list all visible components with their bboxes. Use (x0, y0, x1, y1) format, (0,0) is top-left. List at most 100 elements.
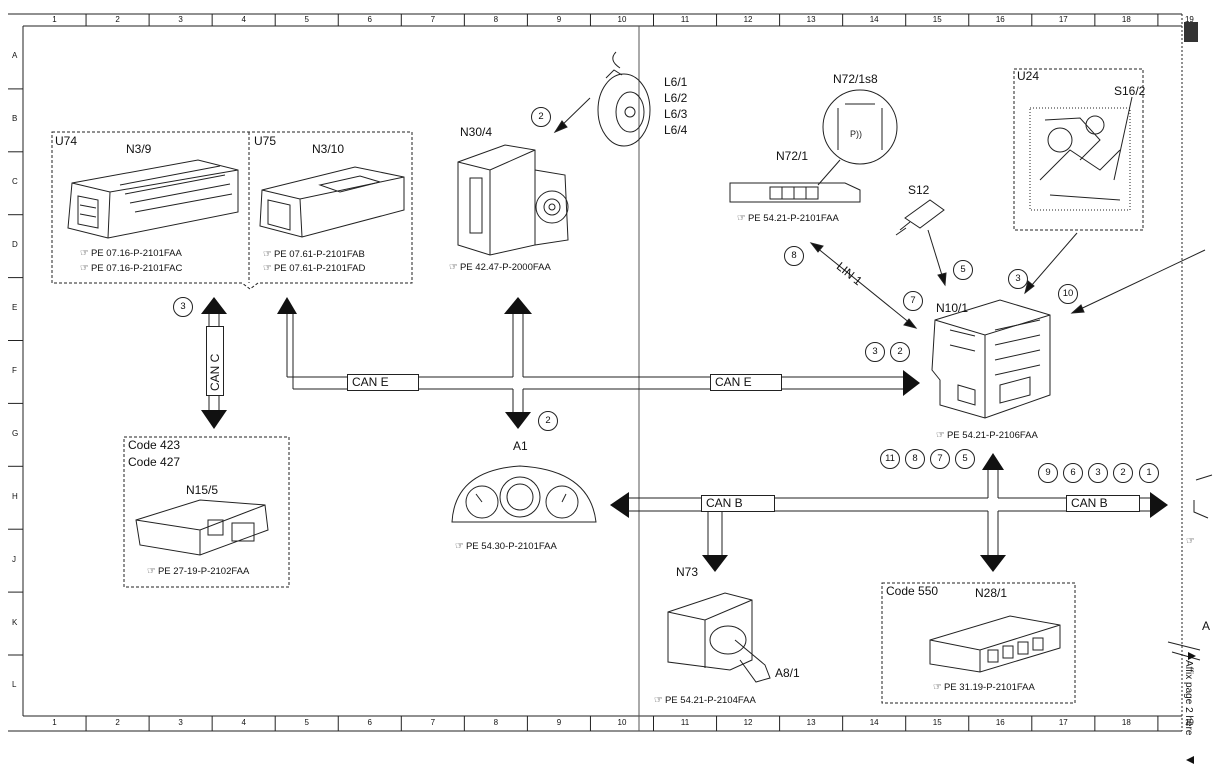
l6-4-label: L6/4 (664, 123, 688, 137)
n3-10-label: N3/10 (312, 142, 345, 156)
pointing-hand-icon: ☞ (737, 213, 746, 224)
u24-label: U24 (1017, 69, 1040, 83)
grid-column-label: 6 (367, 718, 372, 727)
grid-column-label: 10 (617, 718, 627, 727)
grid-column-label: 11 (680, 718, 690, 727)
grid-column-label: 15 (932, 15, 942, 24)
pointing-hand-icon: ☞ (654, 695, 663, 706)
grid-column-label: 16 (995, 15, 1005, 24)
circled-number: 3 (1088, 463, 1108, 483)
l6-2-label: L6/2 (664, 91, 688, 105)
grid-column-label: 18 (1121, 718, 1131, 727)
grid-column-label: 13 (806, 718, 816, 727)
s12-label: S12 (908, 183, 930, 197)
circled-number: 5 (953, 260, 973, 280)
n3-9-label: N3/9 (126, 142, 152, 156)
grid-row-label: G (12, 428, 19, 438)
grid-column-label: 2 (115, 15, 120, 24)
grid-column-label: 14 (869, 718, 879, 727)
circled-number: 9 (1038, 463, 1058, 483)
l6-3-label: L6/3 (664, 107, 688, 121)
circled-number: 3 (1008, 269, 1028, 289)
n30-4-ref[interactable]: ☞PE 42.47-P-2000FAA (449, 262, 551, 273)
n10-1-label: N10/1 (936, 301, 969, 315)
grid-column-label: 11 (680, 15, 690, 24)
circled-number: 6 (1063, 463, 1083, 483)
circled-number: 10 (1058, 284, 1078, 304)
u75-label: U75 (254, 134, 277, 148)
pointing-hand-icon: ☞ (147, 566, 156, 577)
circled-number: 2 (538, 411, 558, 431)
grid-column-label: 13 (806, 15, 816, 24)
circled-number: 2 (890, 342, 910, 362)
grid-row-label: H (12, 491, 18, 501)
circled-number: 5 (955, 449, 975, 469)
grid-row-label: F (12, 365, 17, 375)
pointing-hand-icon: ☞ (936, 430, 945, 441)
grid-column-label: 19 (1184, 718, 1194, 727)
grid-column-label: 1 (52, 15, 57, 24)
can-e-label-right: CAN E (710, 374, 782, 391)
grid-column-label: 15 (932, 718, 942, 727)
pointing-hand-icon: ☞ (455, 541, 464, 552)
u75-ref-1[interactable]: ☞PE 07.61-P-2101FAB (263, 249, 365, 260)
n73-label: N73 (676, 565, 699, 579)
grid-column-label: 18 (1121, 15, 1131, 24)
circled-number: 7 (930, 449, 950, 469)
circled-number: 2 (1113, 463, 1133, 483)
s16-2-label: S16/2 (1114, 84, 1146, 98)
pointing-hand-icon: ☞ (80, 248, 89, 259)
u74-ref-1[interactable]: ☞PE 07.16-P-2101FAA (80, 248, 182, 259)
a1-label: A1 (513, 439, 528, 453)
grid-row-label: L (12, 680, 17, 690)
grid-column-label: 9 (556, 15, 562, 24)
grid-column-label: 8 (493, 15, 499, 24)
circled-number: 1 (1139, 463, 1159, 483)
u74-ref-2[interactable]: ☞PE 07.16-P-2101FAC (80, 263, 183, 274)
grid-row-label: B (12, 114, 18, 124)
n72-1s8-label: N72/1s8 (833, 72, 878, 86)
grid-row-label: J (12, 554, 16, 564)
grid-column-label: 17 (1058, 15, 1068, 24)
grid-row-label: A (12, 51, 18, 61)
grid-column-label: 12 (743, 718, 753, 727)
circled-number: 3 (865, 342, 885, 362)
grid-column-label: 8 (493, 718, 499, 727)
l6-1-label: L6/1 (664, 75, 688, 89)
grid-column-label: 4 (241, 15, 246, 24)
n30-4-label: N30/4 (460, 125, 493, 139)
n10-1-ref[interactable]: ☞PE 54.21-P-2106FAA (936, 430, 1038, 441)
n28-1-ref[interactable]: ☞PE 31.19-P-2101FAA (933, 682, 1035, 693)
n72-ref[interactable]: ☞PE 54.21-P-2101FAA (737, 213, 839, 224)
grid-column-label: 4 (241, 718, 246, 727)
circled-number: 2 (531, 107, 551, 127)
grid-column-label: 14 (869, 15, 879, 24)
n73-ref[interactable]: ☞PE 54.21-P-2104FAA (654, 695, 756, 706)
pointing-hand-icon: ☞ (80, 263, 89, 274)
code-423-label: Code 423 (128, 438, 181, 452)
circled-number: 8 (905, 449, 925, 469)
grid-column-label: 7 (430, 15, 436, 24)
grid-column-label: 19 (1184, 15, 1194, 24)
u74-label: U74 (55, 134, 78, 148)
pointing-hand-icon: ☞ (263, 263, 272, 274)
right-partial-ref-icon: ☞ (1186, 536, 1195, 547)
circled-number: 8 (784, 246, 804, 266)
right-partial-label: A (1202, 619, 1211, 633)
grid-column-label: 9 (556, 718, 562, 727)
u75-ref-2[interactable]: ☞PE 07.61-P-2101FAD (263, 263, 366, 274)
code-427-label: Code 427 (128, 455, 181, 469)
n15-5-ref[interactable]: ☞PE 27-19-P-2102FAA (147, 566, 250, 577)
pointing-hand-icon: ☞ (449, 262, 458, 273)
grid-column-label: 17 (1058, 718, 1068, 727)
grid-row-label: E (12, 303, 18, 313)
grid-column-label: 12 (743, 15, 753, 24)
pointing-hand-icon: ☞ (263, 249, 272, 260)
grid-column-label: 16 (995, 718, 1005, 727)
grid-row-label: D (12, 240, 18, 250)
a8-1-label: A8/1 (775, 666, 800, 680)
can-b-label-right: CAN B (1066, 495, 1140, 512)
pointing-hand-icon: ☞ (933, 682, 942, 693)
a1-ref[interactable]: ☞PE 54.30-P-2101FAA (455, 541, 557, 552)
